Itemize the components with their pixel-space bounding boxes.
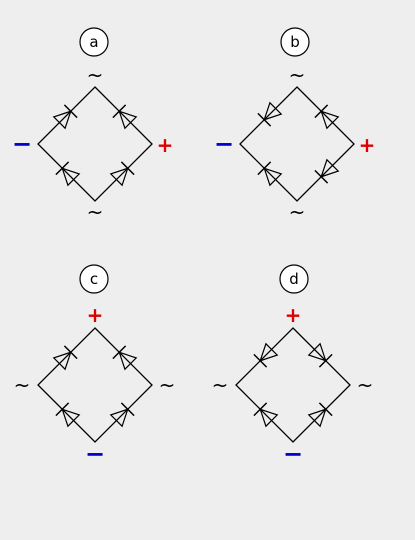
panel-label-circle [79,264,109,294]
bridge-wires [235,327,351,443]
ac-terminal-bottom: ~ [289,200,306,224]
panel-label: a [89,33,98,51]
diode-2 [307,342,333,368]
ac-terminal-right: ~ [357,373,374,397]
panel-c: c + − ~ ~ [14,264,176,468]
ac-terminal-top: ~ [87,63,104,87]
diode-1 [257,101,283,127]
panel-label: d [289,270,299,288]
negative-terminal: − [12,130,32,158]
positive-terminal: + [285,303,302,327]
ac-terminal-left: ~ [212,373,229,397]
positive-terminal: + [87,303,104,327]
diode-4 [109,161,135,187]
ac-terminal-top: ~ [289,63,306,87]
diode-3 [55,161,81,187]
negative-terminal: − [283,440,303,468]
bridge-wires [37,327,153,443]
ac-terminal-right: ~ [159,373,176,397]
panel-label-circle [79,27,109,57]
diode-3 [253,402,279,428]
panel-b: b ~ ~ − + [214,27,376,224]
diode-1 [253,342,279,368]
bridge-wires [37,86,153,202]
panel-label-circle [280,27,310,57]
panel-label: b [290,33,300,51]
diode-4 [314,158,340,184]
negative-terminal: − [214,130,234,158]
diode-4 [307,402,333,428]
diode-2 [112,345,138,371]
diode-3 [257,161,283,187]
bridge-wires [239,86,355,202]
panel-a: a ~ ~ − + [12,27,174,224]
positive-terminal: + [359,133,376,157]
panel-label: c [90,270,98,288]
negative-terminal: − [85,440,105,468]
diode-1 [52,104,78,130]
diode-1 [52,345,78,371]
diode-3 [55,402,81,428]
diode-4 [109,402,135,428]
diode-2 [112,104,138,130]
positive-terminal: + [157,133,174,157]
diode-2 [314,104,340,130]
panel-label-circle [279,264,309,294]
panel-d: d + − ~ ~ [212,264,374,468]
ac-terminal-bottom: ~ [87,200,104,224]
ac-terminal-left: ~ [14,373,31,397]
